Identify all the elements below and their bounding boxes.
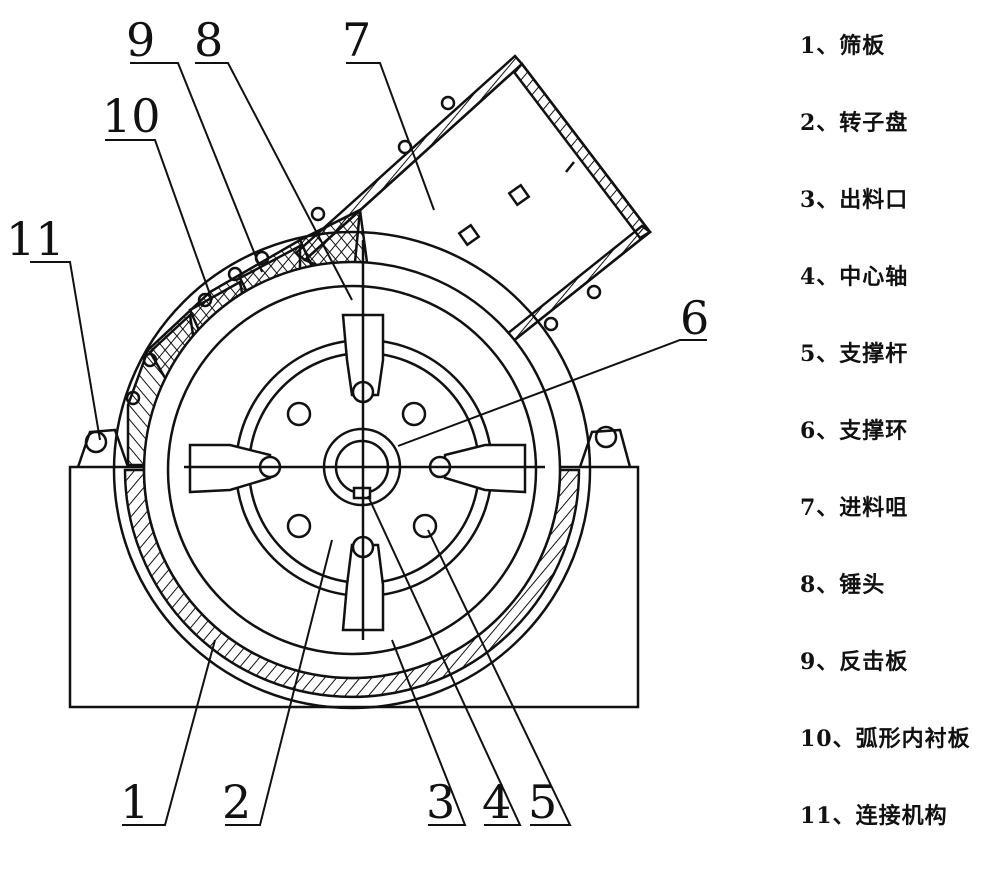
connection-lugs [76, 425, 632, 468]
support-ring-outer [142, 260, 562, 680]
callout-5: 5 [528, 775, 557, 829]
callout-4: 4 [482, 775, 511, 829]
leader-lines [30, 62, 707, 826]
callout-3: 3 [426, 775, 455, 829]
callout-9: 9 [126, 13, 155, 67]
callout-1: 1 [120, 775, 149, 829]
hammer-heads [188, 313, 527, 632]
support-ring-inner [166, 284, 538, 656]
callout-7: 7 [342, 13, 371, 67]
callout-8: 8 [194, 13, 223, 67]
housing-bolts [125, 95, 602, 406]
callout-11: 11 [6, 212, 65, 266]
callout-2: 2 [222, 775, 251, 829]
callout-10: 10 [102, 89, 161, 143]
support-rod-holes [286, 401, 438, 539]
housing-ring [112, 230, 592, 710]
callout-6: 6 [680, 291, 709, 345]
